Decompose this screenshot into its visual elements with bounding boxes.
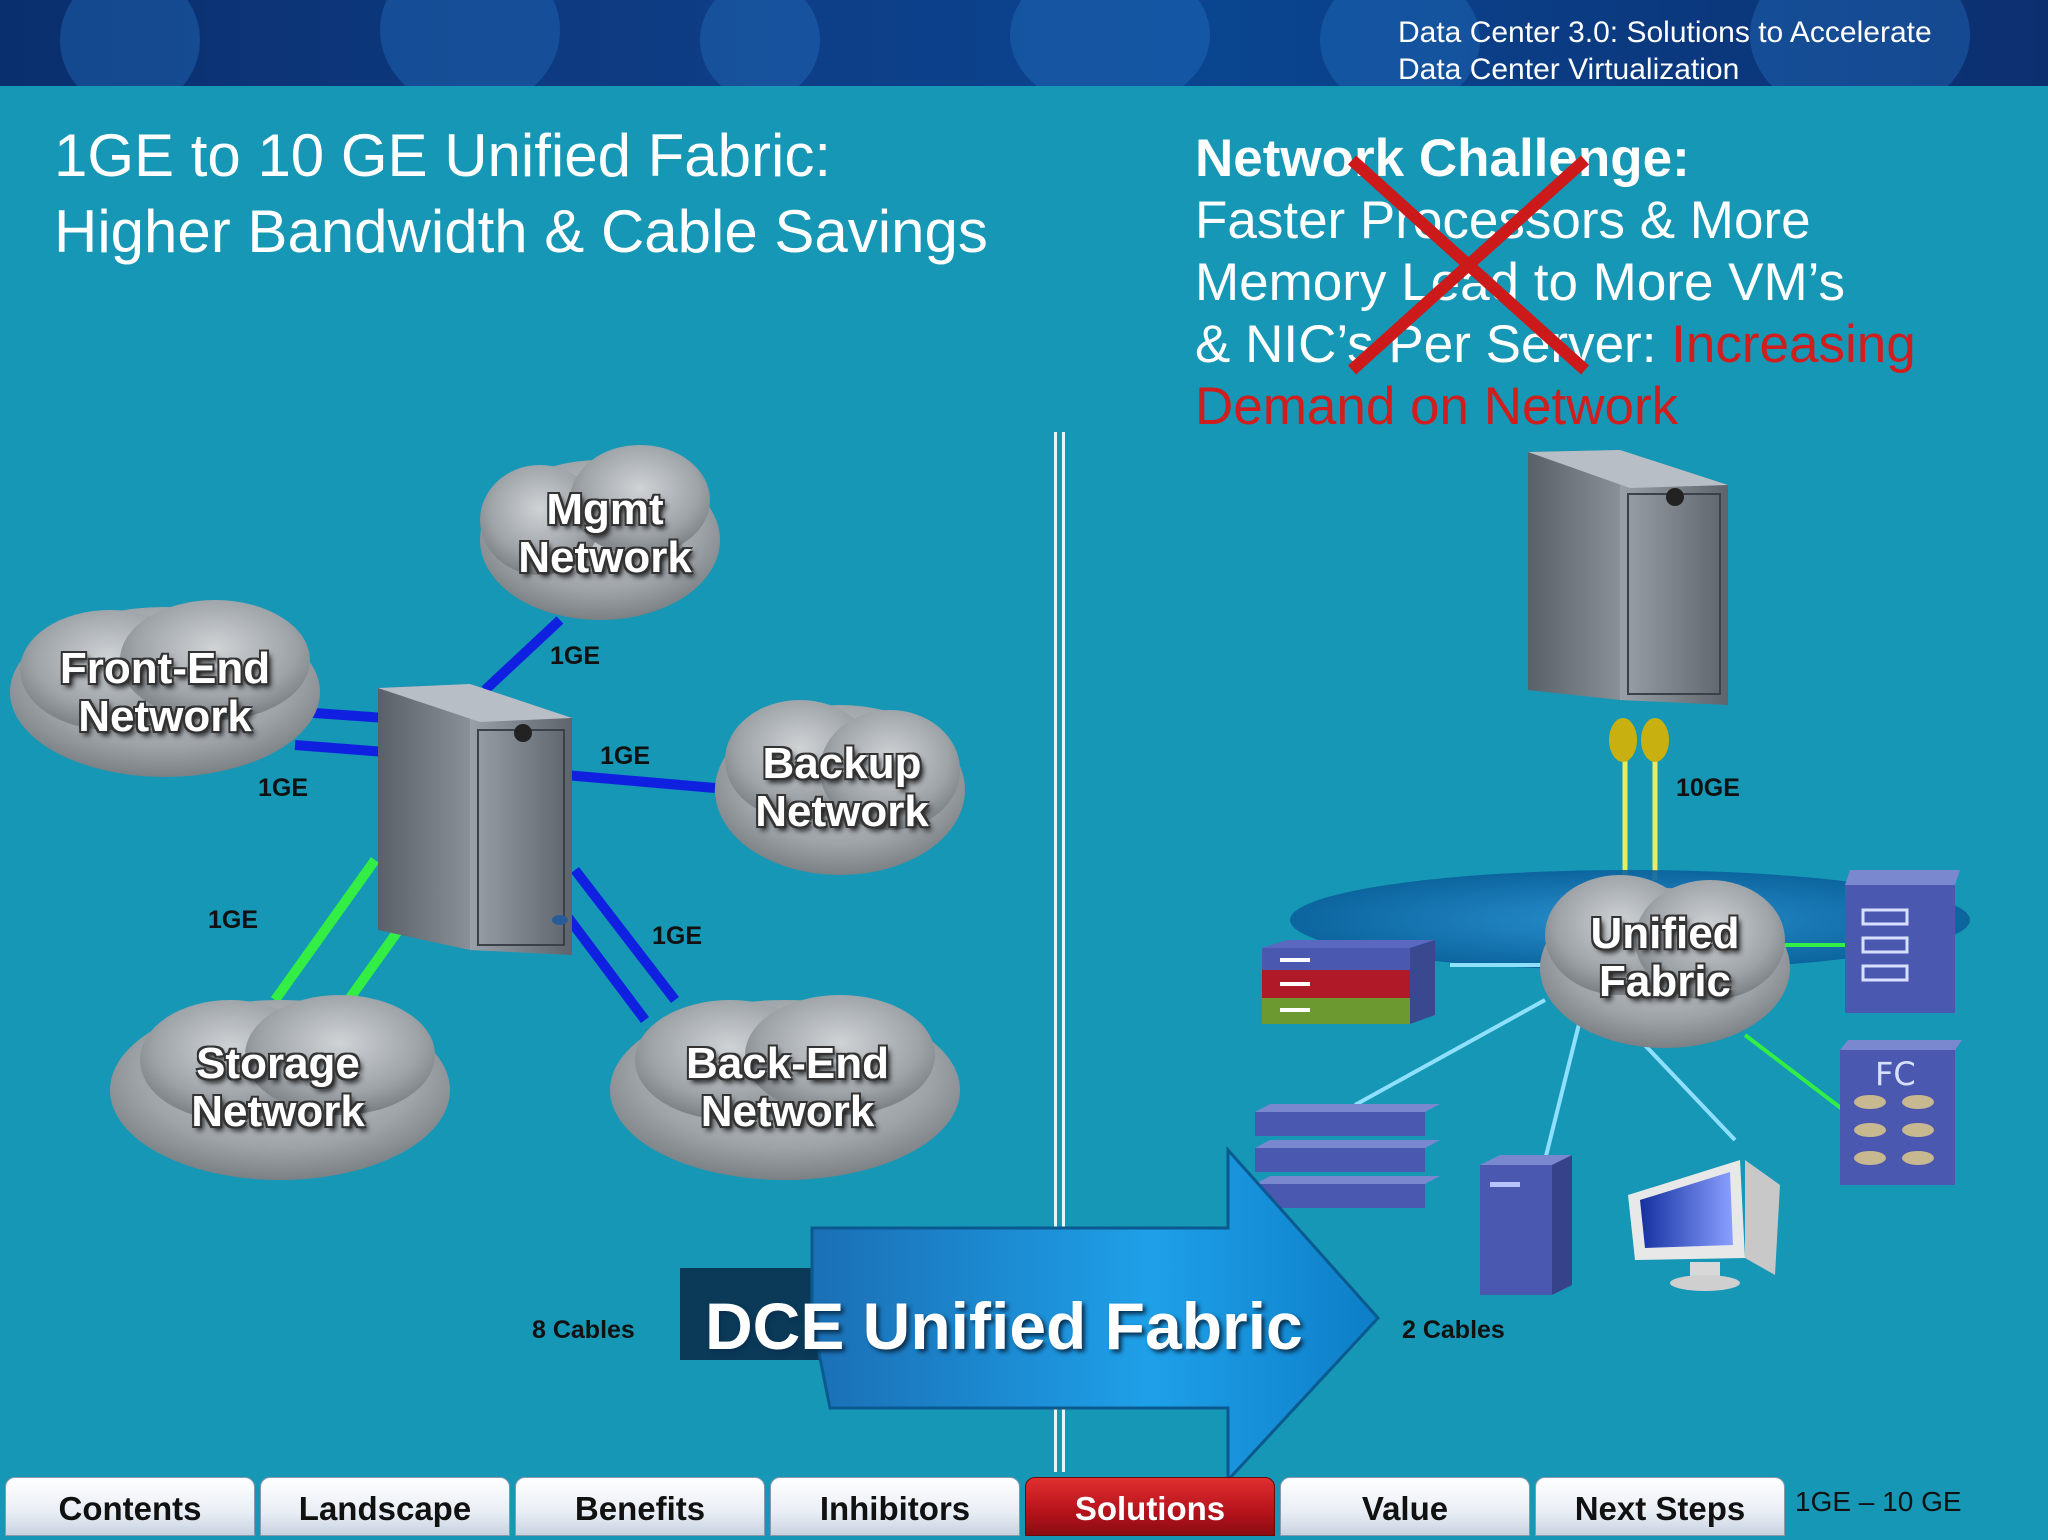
storage-array-icon (1845, 870, 1960, 1013)
tab-contents[interactable]: Contents (5, 1477, 255, 1536)
slide-title: 1GE to 10 GE Unified Fabric: Higher Band… (54, 118, 988, 270)
cables-label-left: 8 Cables (532, 1316, 635, 1344)
tab-inhibitors[interactable]: Inhibitors (770, 1477, 1020, 1536)
slide-title-line1: 1GE to 10 GE Unified Fabric: (54, 122, 832, 189)
cloud-storage (110, 995, 450, 1180)
pc-icon (1628, 1160, 1780, 1291)
slide-title-line2: Higher Bandwidth & Cable Savings (54, 198, 988, 265)
tab-next-steps[interactable]: Next Steps (1535, 1477, 1785, 1536)
header-banner (0, 0, 2048, 86)
dce-arrow (680, 1146, 1381, 1484)
tab-value[interactable]: Value (1280, 1477, 1530, 1536)
cables-label-right: 2 Cables (1402, 1316, 1505, 1344)
cloud-backend (610, 995, 960, 1180)
link-backup (564, 770, 716, 793)
server-right (1528, 450, 1728, 705)
link-storage-1 (270, 857, 380, 1003)
link-label-backup: 1GE (600, 742, 651, 770)
switch-icon (1262, 940, 1435, 1024)
challenge-line2: Memory Lead to More VM’s (1195, 253, 1845, 312)
challenge-line4-highlight: Demand on Network (1195, 377, 1679, 436)
link-label-backend: 1GE (652, 922, 703, 950)
cloud-frontend (10, 600, 320, 777)
navigation-tabs: Contents Landscape Benefits Inhibitors S… (0, 1477, 1790, 1536)
divider-line-2 (1062, 432, 1065, 1472)
red-x-mark (1347, 155, 1590, 375)
dce-unified-fabric-label: DCE Unified Fabric (705, 1289, 1303, 1363)
header-title-line1: Data Center 3.0: Solutions to Accelerate (1398, 16, 1932, 49)
divider-line (1054, 432, 1057, 1472)
tab-landscape[interactable]: Landscape (260, 1477, 510, 1536)
uplink-label: 10GE (1676, 774, 1740, 802)
header-title-line2: Data Center Virtualization (1398, 53, 1740, 86)
link-frontend-2 (294, 740, 386, 757)
challenge-heading: Network Challenge: (1195, 129, 1690, 188)
tab-benefits[interactable]: Benefits (515, 1477, 765, 1536)
link-backend-1 (571, 866, 679, 1004)
router-stack-icon (1255, 1104, 1440, 1208)
cloud-backup (715, 700, 965, 875)
server-left (378, 684, 572, 955)
connector-1 (1609, 718, 1637, 762)
link-label-frontend: 1GE (258, 774, 309, 802)
link-label-storage: 1GE (208, 906, 259, 934)
challenge-line3-highlight: Increasing (1671, 315, 1916, 374)
tab-solutions[interactable]: Solutions (1025, 1477, 1275, 1536)
link-label-mgmt: 1GE (550, 642, 601, 670)
footer-section-label: 1GE – 10 GE (1795, 1486, 1962, 1517)
fc-label: FC (1875, 1055, 1916, 1093)
connector-2 (1641, 718, 1669, 762)
link-mgmt (481, 616, 564, 694)
cloud-mgmt (480, 445, 720, 620)
fc-storage-icon (1840, 1040, 1962, 1185)
cloud-unified-fabric (1540, 875, 1790, 1048)
tower-server-icon (1480, 1155, 1572, 1295)
